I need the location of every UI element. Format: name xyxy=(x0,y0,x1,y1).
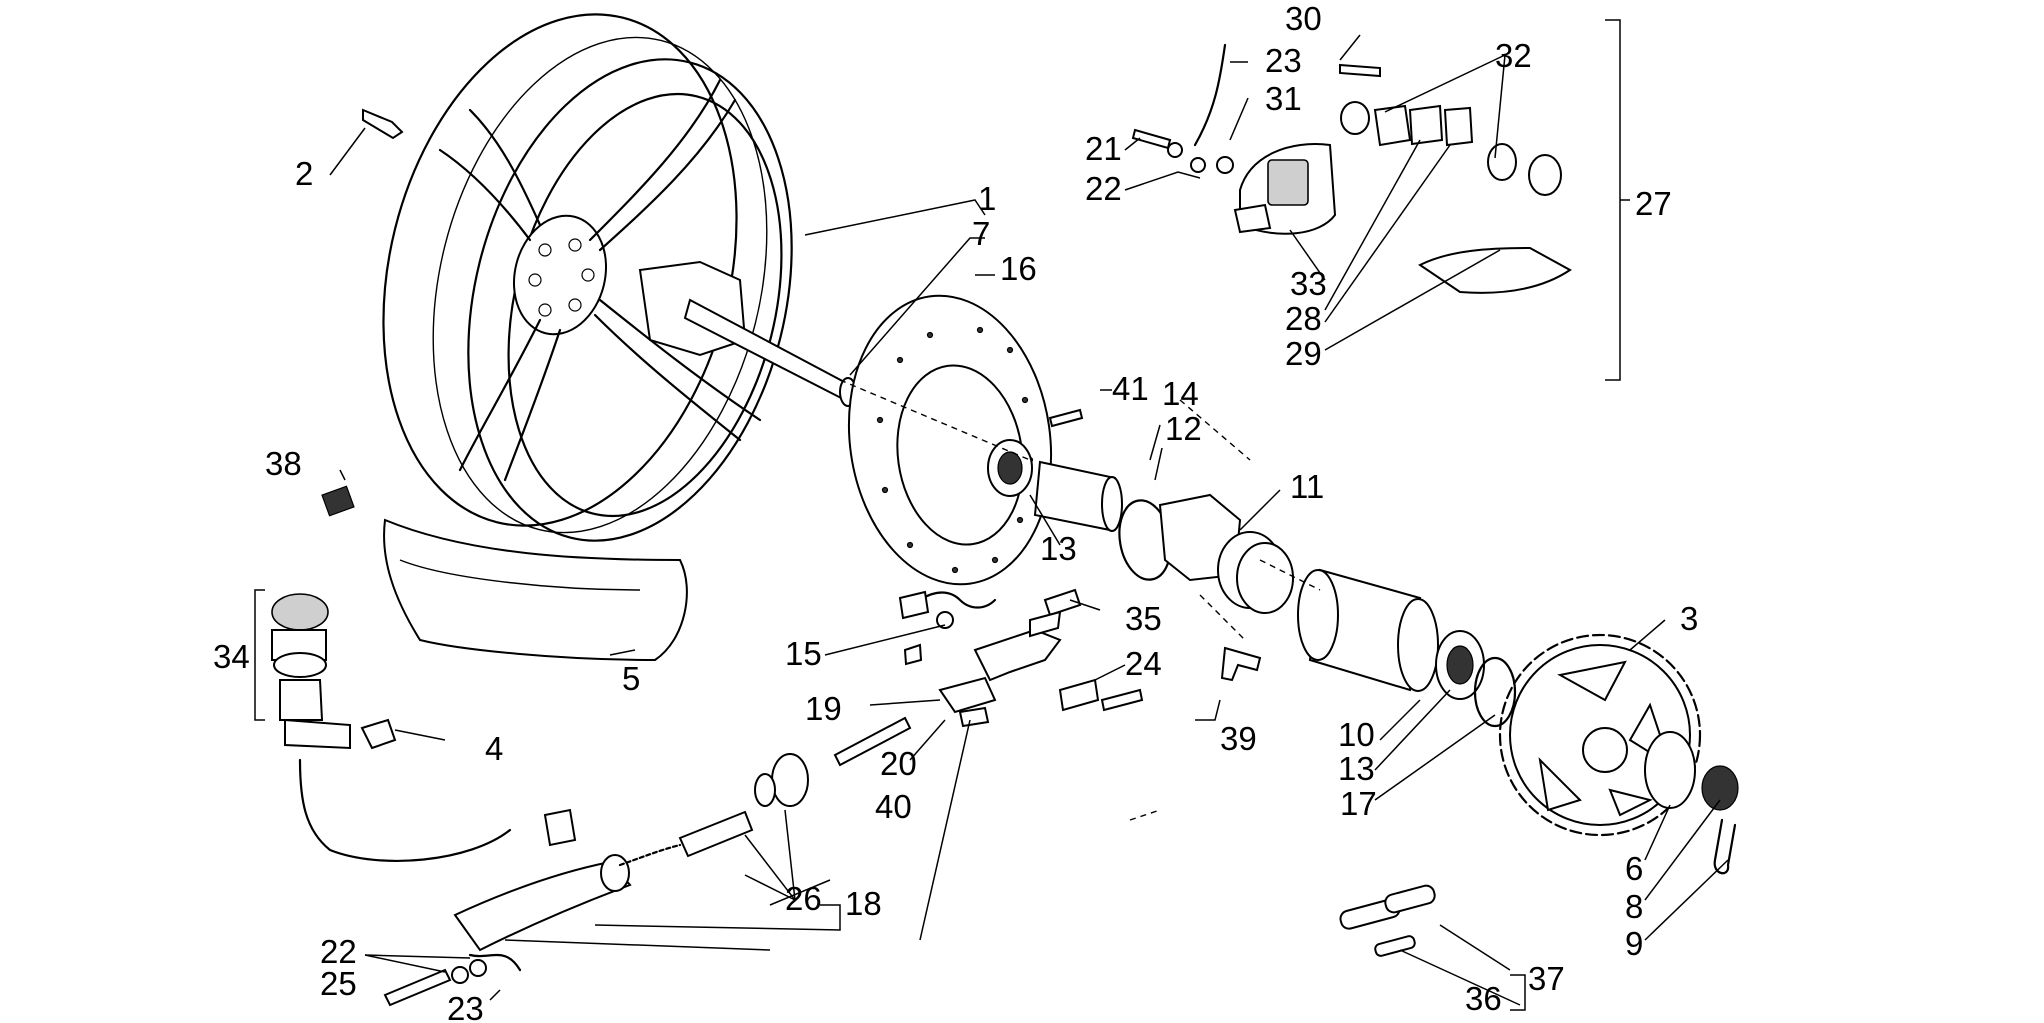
callout-24: 24 xyxy=(1125,645,1162,682)
bleed-screw xyxy=(1339,63,1381,78)
push-rod xyxy=(678,753,809,858)
callout-6: 6 xyxy=(1625,850,1643,887)
callout-17: 17 xyxy=(1340,785,1377,822)
brake-disc xyxy=(847,294,1053,586)
callout-27: 27 xyxy=(1635,185,1672,222)
brake-pedal xyxy=(973,588,1082,682)
pivot-pin xyxy=(1058,678,1144,712)
axle-nut xyxy=(1701,765,1739,811)
hub-sleeve xyxy=(1297,568,1439,692)
callout-4: 4 xyxy=(485,730,503,767)
callout-9: 9 xyxy=(1625,925,1643,962)
callout-23a: 23 xyxy=(1265,42,1302,79)
callout-22b: 22 xyxy=(320,933,357,970)
callout-8: 8 xyxy=(1625,888,1643,925)
grease-nipple xyxy=(1220,646,1262,682)
banjo-washer xyxy=(1167,142,1183,158)
callout-28: 28 xyxy=(1285,300,1322,337)
adjuster-rod xyxy=(833,716,912,767)
callout-26: 26 xyxy=(785,880,822,917)
callout-37: 37 xyxy=(1528,960,1565,997)
return-spring xyxy=(898,590,997,666)
reservoir xyxy=(271,593,351,750)
callout-21: 21 xyxy=(1085,130,1122,167)
callout-33: 33 xyxy=(1290,265,1327,302)
callout-14: 14 xyxy=(1162,375,1199,412)
callout-18: 18 xyxy=(845,885,882,922)
callout-38: 38 xyxy=(265,445,302,482)
clevis xyxy=(938,676,997,728)
pad-shim xyxy=(1418,246,1572,294)
callout-labels: 1 2 3 4 5 6 7 8 9 10 11 12 13 13 14 15 1… xyxy=(213,0,1698,1023)
brake-caliper xyxy=(1233,101,1562,235)
master-cylinder xyxy=(453,843,682,952)
caliper-bracket xyxy=(1158,493,1294,614)
callout-7: 7 xyxy=(972,215,990,252)
callout-29: 29 xyxy=(1285,335,1322,372)
spacer xyxy=(1033,460,1123,532)
callout-19: 19 xyxy=(805,690,842,727)
disc-bolt xyxy=(1048,408,1084,428)
callout-13a: 13 xyxy=(1040,530,1077,567)
reservoir-hose xyxy=(298,758,512,862)
valve xyxy=(362,108,404,140)
callout-40: 40 xyxy=(875,788,912,825)
callout-16: 16 xyxy=(1000,250,1037,287)
split-pin xyxy=(1713,818,1737,875)
callout-22a: 22 xyxy=(1085,170,1122,207)
valve-cap xyxy=(321,485,355,517)
inner-tube xyxy=(383,518,688,662)
circlip-right xyxy=(1473,656,1517,728)
callout-3: 3 xyxy=(1680,600,1698,637)
callout-36: 36 xyxy=(1465,980,1502,1017)
callout-2: 2 xyxy=(295,155,313,192)
bearing-right xyxy=(1435,630,1485,700)
bearing-left xyxy=(987,439,1033,497)
callout-30: 30 xyxy=(1285,0,1322,37)
callout-32: 32 xyxy=(1495,37,1532,74)
rear-wheel xyxy=(382,13,857,542)
hose-clip xyxy=(360,718,397,750)
banjo-bolt-bottom xyxy=(383,968,452,1007)
brake-hose-bottom xyxy=(468,953,522,972)
callout-34: 34 xyxy=(213,638,250,675)
callout-5: 5 xyxy=(622,660,640,697)
chain-link xyxy=(1339,884,1436,957)
bleed-cap xyxy=(1216,156,1234,174)
callout-13b: 13 xyxy=(1338,750,1375,787)
callout-1: 1 xyxy=(978,180,996,217)
callout-10: 10 xyxy=(1338,716,1375,753)
callout-23b: 23 xyxy=(447,990,484,1023)
callout-11: 11 xyxy=(1290,468,1324,505)
leader-lines xyxy=(254,19,1729,1011)
brake-hose-top xyxy=(1193,43,1227,147)
callout-35: 35 xyxy=(1125,600,1162,637)
callout-31: 31 xyxy=(1265,80,1302,117)
callout-39: 39 xyxy=(1220,720,1257,757)
callout-41: 41 xyxy=(1112,370,1149,407)
callout-12: 12 xyxy=(1165,410,1202,447)
washer xyxy=(1644,731,1696,809)
callout-15: 15 xyxy=(785,635,822,672)
callout-20: 20 xyxy=(880,745,917,782)
callout-25: 25 xyxy=(320,965,357,1002)
